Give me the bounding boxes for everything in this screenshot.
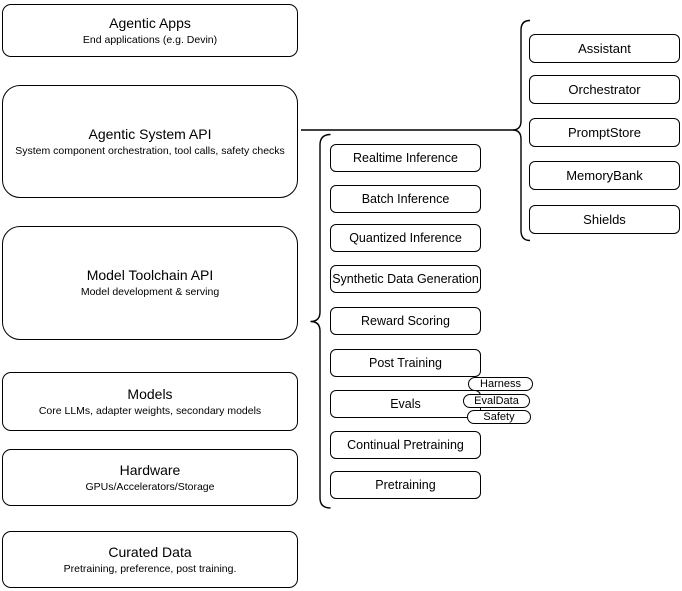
box-evals: Evals (330, 390, 481, 418)
components-brace (512, 19, 531, 242)
box-synthetic-data-generation: Synthetic Data Generation (330, 265, 481, 293)
box-orchestrator: Orchestrator (529, 75, 680, 104)
tag-harness: Harness (468, 377, 533, 391)
box-title: Model Toolchain API (86, 267, 214, 283)
box-models: Models Core LLMs, adapter weights, secon… (2, 372, 298, 431)
box-curated-data: Curated Data Pretraining, preference, po… (2, 531, 298, 588)
box-pretraining: Pretraining (330, 471, 481, 499)
box-agentic-apps: Agentic Apps End applications (e.g. Devi… (2, 4, 298, 57)
box-model-toolchain-api: Model Toolchain API Model development & … (2, 226, 298, 340)
box-title: Hardware (119, 461, 181, 478)
box-hardware: Hardware GPUs/Accelerators/Storage (2, 449, 298, 506)
box-subtitle: Model development & serving (80, 286, 220, 298)
box-reward-scoring: Reward Scoring (330, 307, 481, 335)
toolchain-brace (310, 133, 331, 509)
box-post-training: Post Training (330, 349, 481, 377)
box-subtitle: Pretraining, preference, post training. (63, 562, 237, 575)
box-batch-inference: Batch Inference (330, 185, 481, 213)
box-quantized-inference: Quantized Inference (330, 224, 481, 252)
box-title: Models (127, 385, 173, 402)
box-continual-pretraining: Continual Pretraining (330, 431, 481, 459)
tag-evaldata: EvalData (463, 394, 530, 408)
box-subtitle: Core LLMs, adapter weights, secondary mo… (38, 404, 262, 417)
box-subtitle: End applications (e.g. Devin) (82, 33, 218, 46)
box-realtime-inference: Realtime Inference (330, 144, 481, 172)
box-agentic-system-api: Agentic System API System component orch… (2, 85, 298, 198)
box-promptstore: PromptStore (529, 118, 680, 147)
box-title: Agentic Apps (109, 14, 191, 31)
box-title: Agentic System API (88, 125, 212, 142)
box-subtitle: System component orchestration, tool cal… (15, 144, 285, 157)
box-shields: Shields (529, 205, 680, 234)
tag-safety: Safety (467, 410, 531, 424)
box-subtitle: GPUs/Accelerators/Storage (85, 480, 215, 493)
box-assistant: Assistant (529, 34, 680, 63)
box-title: Curated Data (108, 543, 192, 560)
box-memorybank: MemoryBank (529, 161, 680, 190)
